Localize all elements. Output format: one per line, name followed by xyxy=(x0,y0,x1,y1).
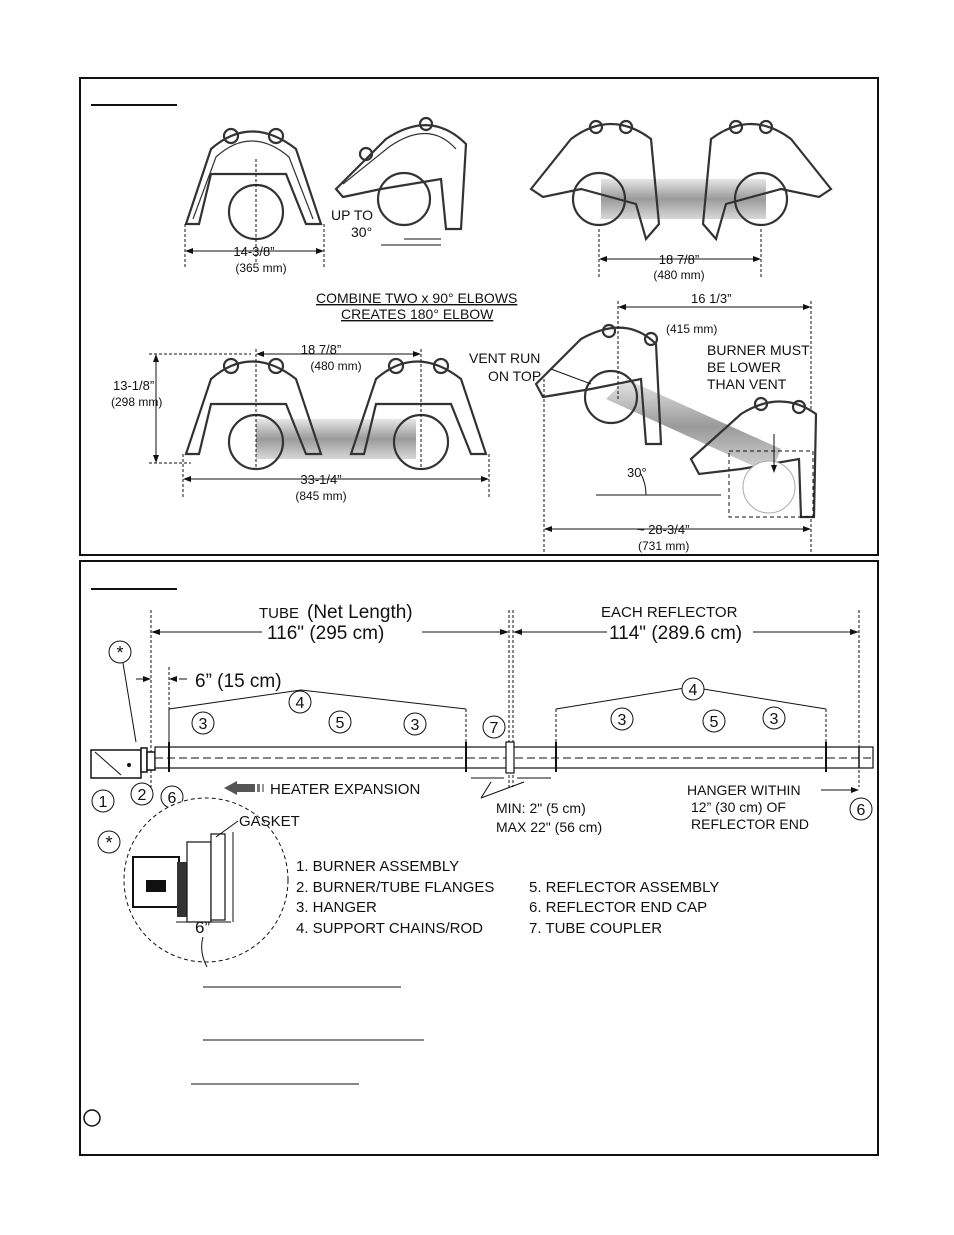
svg-text:4: 4 xyxy=(296,695,305,712)
pair-br-burner-line2: BE LOWER xyxy=(707,359,781,375)
pair-br-top-dim: 16 1/3” xyxy=(691,291,731,306)
legend-item-6: 6. REFLECTOR END CAP xyxy=(529,899,707,916)
svg-text:3: 3 xyxy=(199,716,208,733)
elbow-tilted-view xyxy=(334,116,468,246)
combine-line-1: COMBINE TWO x 90° ELBOWS xyxy=(316,290,517,306)
tube-coupler xyxy=(505,741,515,774)
svg-text:5: 5 xyxy=(336,715,345,732)
reflector-label: EACH REFLECTOR xyxy=(601,604,738,621)
legend-item-7: 7. TUBE COUPLER xyxy=(529,920,662,937)
asterisk-callout xyxy=(108,640,132,664)
combine-line-2: CREATES 180° ELBOW xyxy=(341,306,494,322)
pair-bl-height-dim-mm: (298 mm) xyxy=(111,395,162,409)
burner-tube-flanges xyxy=(140,747,148,773)
pair-bl-width-dim-mm: (845 mm) xyxy=(295,489,346,503)
callout-6b: 6 xyxy=(849,797,873,821)
hanger-line3: REFLECTOR END xyxy=(691,816,809,832)
elbow2-up-to: UP TO xyxy=(331,207,373,223)
legend-item-5: 5. REFLECTOR ASSEMBLY xyxy=(529,879,719,896)
asterisk-callout-top: * xyxy=(116,643,123,663)
callout-2: 2 xyxy=(130,782,154,806)
min-gap: MIN: 2" (5 cm) xyxy=(496,800,586,816)
system-layout-figure: TUBE (Net Length) 116" (295 cm) EACH REF… xyxy=(83,588,874,1127)
callout-1: 1 xyxy=(91,789,115,813)
svg-text:5: 5 xyxy=(710,714,719,731)
elbow-figure: 14-3/8” (365 mm) UP TO 30° xyxy=(91,104,833,554)
pair-br-vent-line1: VENT RUN xyxy=(469,350,540,366)
detail-dim: 6” xyxy=(195,918,210,937)
svg-text:2: 2 xyxy=(138,787,147,804)
svg-text:6: 6 xyxy=(857,802,866,819)
heater-expansion-arrow-icon xyxy=(224,781,264,795)
note-circle xyxy=(83,1109,101,1127)
elbow-front-view-1 xyxy=(184,127,325,269)
elbow-pair-top-right xyxy=(529,119,833,279)
elbow1-dim: 14-3/8” xyxy=(233,244,274,259)
elbow2-angle: 30° xyxy=(351,224,372,240)
gasket-label: GASKET xyxy=(239,813,300,830)
burner-assembly xyxy=(90,749,142,779)
pair-bl-width-dim: 33-1/4” xyxy=(300,472,341,487)
pair-br-top-dim-mm: (415 mm) xyxy=(666,322,717,336)
asterisk-detail: * xyxy=(105,833,112,853)
svg-text:6: 6 xyxy=(168,790,177,807)
heater-expansion-label: HEATER EXPANSION xyxy=(270,781,420,798)
svg-text:1: 1 xyxy=(99,794,108,811)
pair-bl-height-dim: 13-1/8” xyxy=(113,378,154,393)
offset-dim: 6” (15 cm) xyxy=(195,671,282,692)
svg-text:3: 3 xyxy=(618,712,627,729)
hanger-line1: HANGER WITHIN xyxy=(687,782,801,798)
flange-detail xyxy=(123,797,289,963)
elbow-pair-bottom-left xyxy=(149,349,490,499)
hanger-line2: 12” (30 cm) OF xyxy=(691,799,786,815)
tube-label-suffix: (Net Length) xyxy=(307,602,413,623)
elbow-figure-panel: 14-3/8” (365 mm) UP TO 30° xyxy=(79,77,879,556)
asterisk-callout-detail xyxy=(97,830,121,854)
elbow1-dim-mm: (365 mm) xyxy=(235,261,286,275)
legend-item-1: 1. BURNER ASSEMBLY xyxy=(296,858,459,875)
callout-4b: 4 xyxy=(681,677,705,701)
support-chains-left xyxy=(168,689,467,710)
elbow-pair-bottom-right xyxy=(534,301,818,554)
callout-4a: 4 xyxy=(288,690,312,714)
pair-br-angle: 30° xyxy=(627,465,647,480)
max-gap: MAX 22" (56 cm) xyxy=(496,819,602,835)
pair-bl-top-dim-mm: (480 mm) xyxy=(310,359,361,373)
pair-br-burner-line1: BURNER MUST xyxy=(707,342,810,358)
legend-item-4: 4. SUPPORT CHAINS/ROD xyxy=(296,920,483,937)
pair-top-right-dim: 18 7/8” xyxy=(659,252,699,267)
callout-3d: 3 xyxy=(762,706,786,730)
callout-7: 7 xyxy=(482,715,506,739)
svg-text:3: 3 xyxy=(411,717,420,734)
tube-label-prefix: TUBE xyxy=(259,605,299,622)
pair-bl-top-dim: 18 7/8” xyxy=(301,342,341,357)
callout-5b: 5 xyxy=(702,709,726,733)
pair-br-width-dim-mm: (731 mm) xyxy=(638,539,689,553)
tube-length: 116" (295 cm) xyxy=(267,623,384,644)
callout-3c: 3 xyxy=(610,707,634,731)
reflector-length: 114" (289.6 cm) xyxy=(609,623,742,644)
system-layout-panel: TUBE (Net Length) 116" (295 cm) EACH REF… xyxy=(79,560,879,1156)
pair-br-vent-line2: ON TOP xyxy=(488,368,541,384)
pair-br-width-dim: ~ 28-3/4” xyxy=(637,522,689,537)
callout-5a: 5 xyxy=(328,710,352,734)
svg-text:7: 7 xyxy=(490,720,499,737)
legend-item-2: 2. BURNER/TUBE FLANGES xyxy=(296,879,494,896)
svg-text:3: 3 xyxy=(770,711,779,728)
pair-top-right-dim-mm: (480 mm) xyxy=(653,268,704,282)
callout-3b: 3 xyxy=(403,712,427,736)
svg-text:4: 4 xyxy=(689,682,698,699)
callout-3a: 3 xyxy=(191,711,215,735)
legend-item-3: 3. HANGER xyxy=(296,899,377,916)
pair-br-burner-line3: THAN VENT xyxy=(707,376,787,392)
